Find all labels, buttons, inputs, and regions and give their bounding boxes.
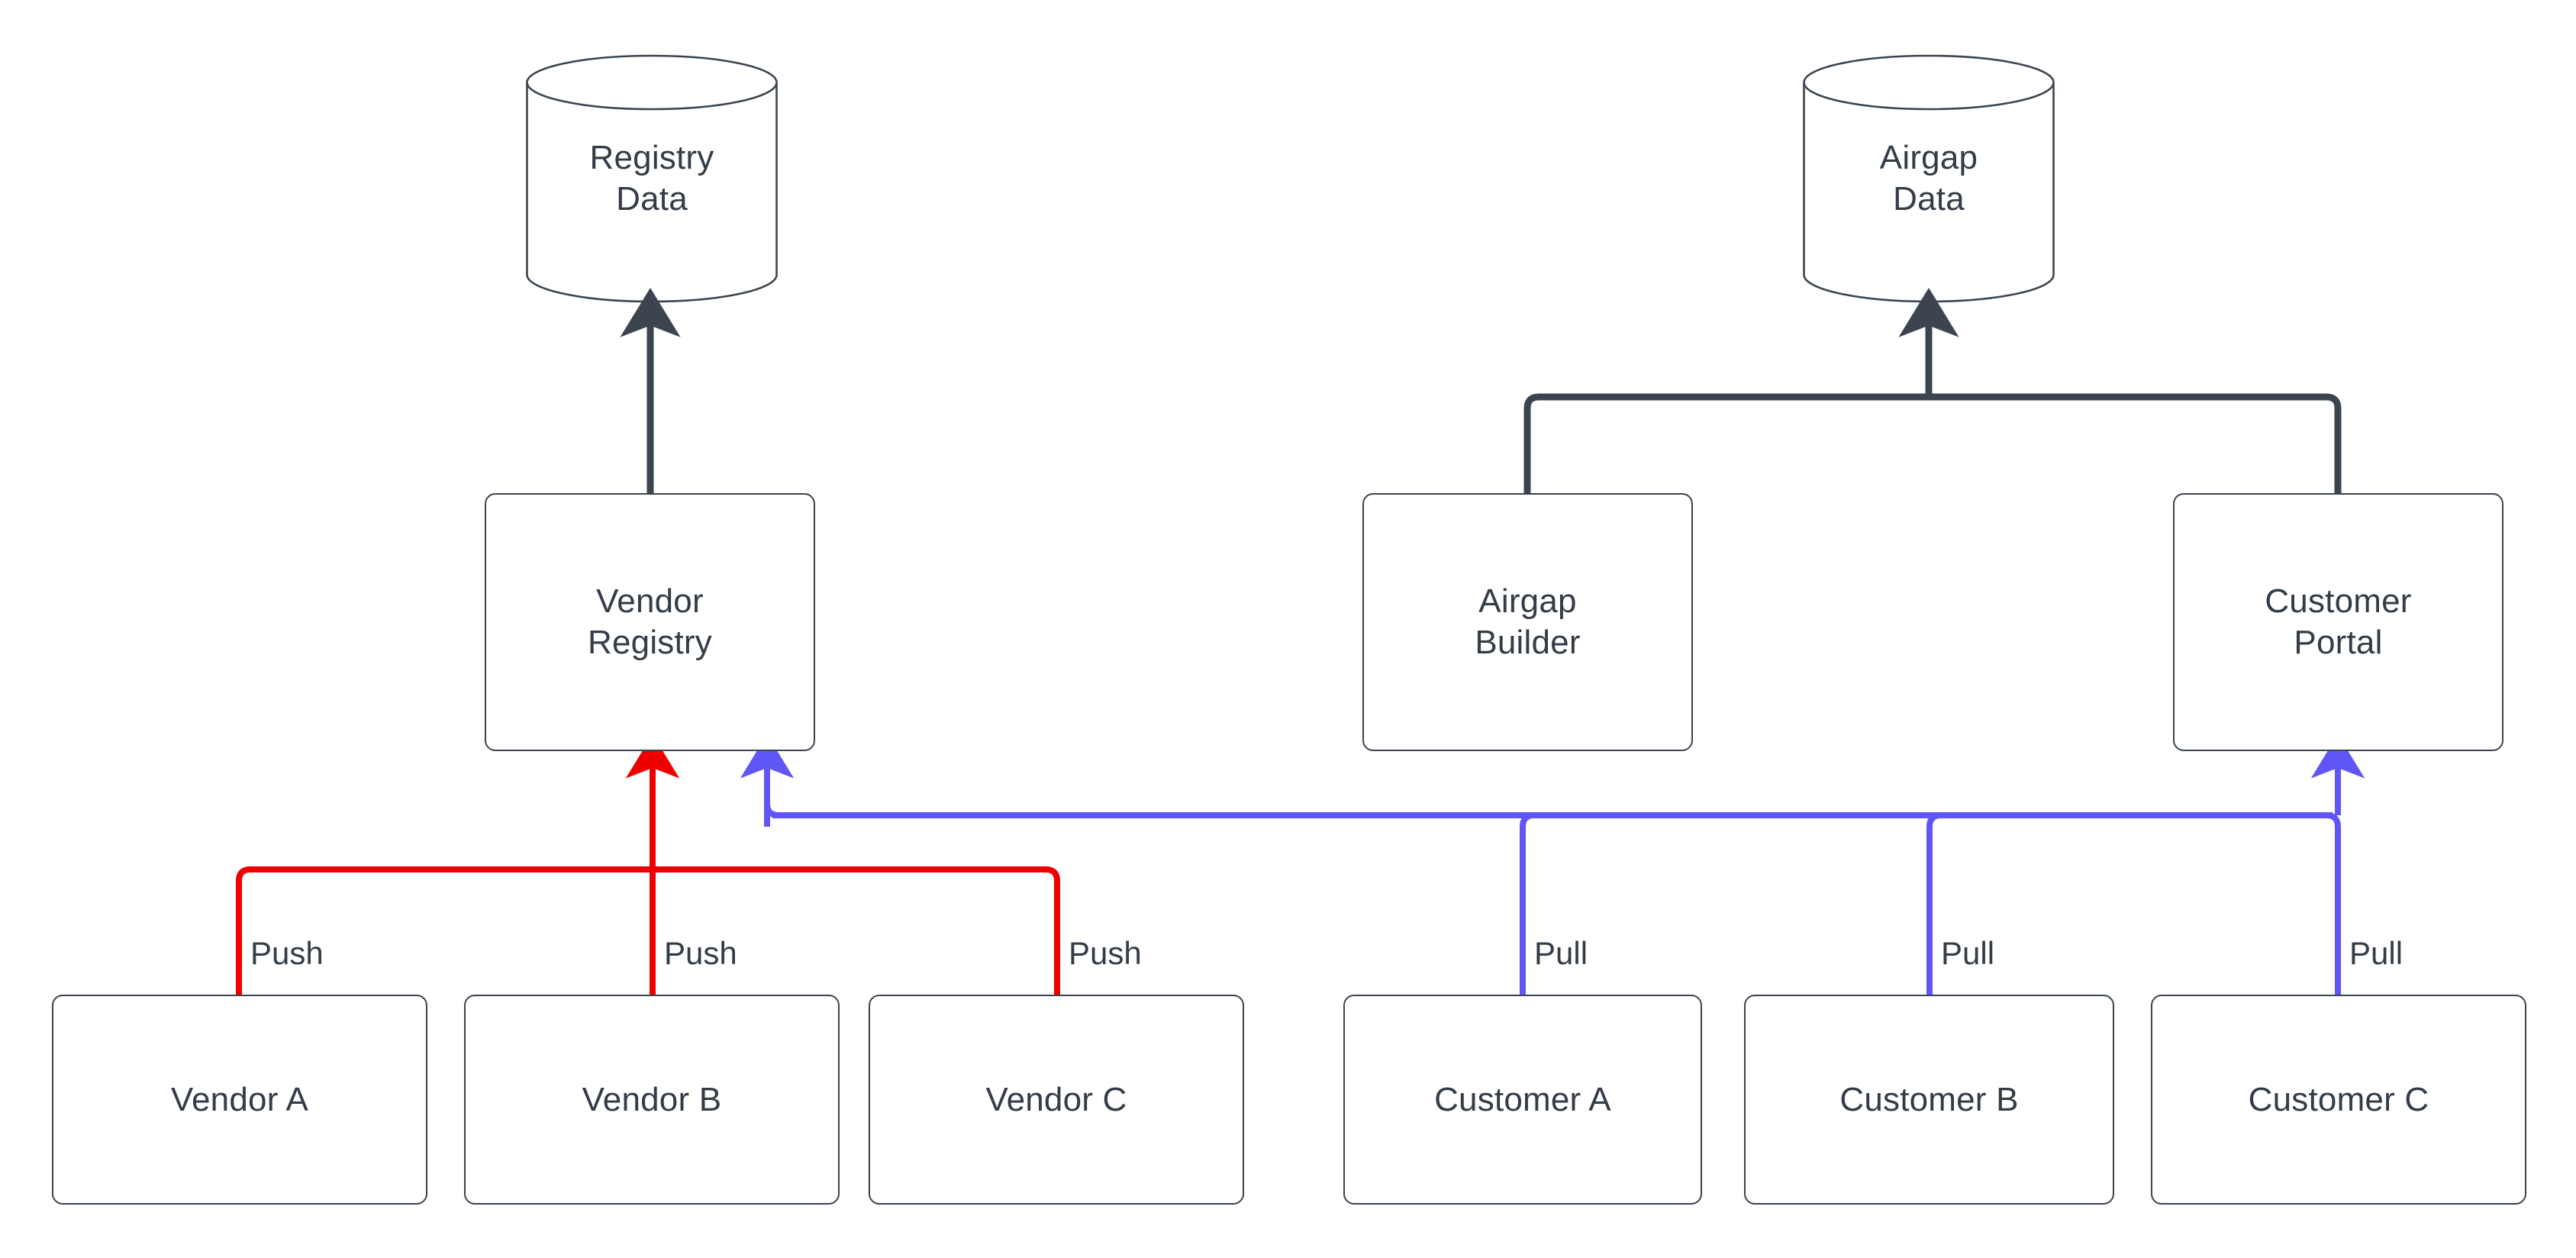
service-airgap-builder-label: Airgap Builder bbox=[1475, 582, 1581, 661]
actor-vendor-b[interactable]: Vendor B bbox=[464, 995, 840, 1205]
edge-label-customer-a-pull: Pull bbox=[1534, 935, 1588, 971]
actor-vendor-c[interactable]: Vendor C bbox=[869, 995, 1244, 1205]
service-airgap-builder[interactable]: Airgap Builder bbox=[1362, 493, 1693, 751]
actor-vendor-c-label: Vendor C bbox=[985, 1080, 1127, 1118]
actor-customer-b-label: Customer B bbox=[1839, 1080, 2019, 1118]
datastore-registry-data[interactable]: Registry Data bbox=[525, 53, 779, 304]
edge-airgap-builder-to-airgap-data bbox=[1523, 393, 1929, 493]
datastore-airgap-data-label: Airgap Data bbox=[1879, 139, 1978, 218]
edge-label-vendor-c-push: Push bbox=[1069, 935, 1142, 971]
edge-vendor-c-push bbox=[653, 866, 1060, 995]
service-vendor-registry[interactable]: Vendor Registry bbox=[485, 493, 815, 751]
edge-label-customer-b-pull: Pull bbox=[1941, 935, 1995, 971]
actor-customer-c-label: Customer C bbox=[2248, 1080, 2429, 1118]
edge-customer-portal-to-airgap-data bbox=[1929, 393, 2342, 493]
edge-pull-bus-left-elbow bbox=[764, 763, 779, 818]
edge-customer-c-pull bbox=[2326, 812, 2341, 995]
edge-label-customer-c-pull: Pull bbox=[2349, 935, 2404, 971]
actor-customer-a-label: Customer A bbox=[1434, 1080, 1611, 1118]
datastore-airgap-data[interactable]: Airgap Data bbox=[1802, 53, 2055, 304]
edge-vendor-a-push bbox=[236, 866, 653, 995]
service-customer-portal[interactable]: Customer Portal bbox=[2173, 493, 2503, 751]
actor-customer-c[interactable]: Customer C bbox=[2151, 995, 2526, 1205]
actor-customer-a[interactable]: Customer A bbox=[1343, 995, 1702, 1205]
edge-label-vendor-a-push: Push bbox=[250, 935, 324, 971]
service-customer-portal-label: Customer Portal bbox=[2265, 582, 2412, 661]
edge-customer-a-pull bbox=[1520, 812, 1535, 995]
edge-customer-b-pull bbox=[1926, 812, 1942, 995]
service-vendor-registry-label: Vendor Registry bbox=[588, 582, 712, 661]
actor-vendor-a-label: Vendor A bbox=[170, 1080, 309, 1118]
actor-vendor-b-label: Vendor B bbox=[582, 1080, 722, 1118]
actor-customer-b[interactable]: Customer B bbox=[1744, 995, 2114, 1205]
datastore-registry-data-label: Registry Data bbox=[589, 139, 714, 218]
cylinder-shape bbox=[526, 54, 778, 303]
cylinder-shape bbox=[1803, 54, 2055, 303]
actor-vendor-a[interactable]: Vendor A bbox=[52, 995, 427, 1205]
edge-label-vendor-b-push: Push bbox=[664, 935, 737, 971]
